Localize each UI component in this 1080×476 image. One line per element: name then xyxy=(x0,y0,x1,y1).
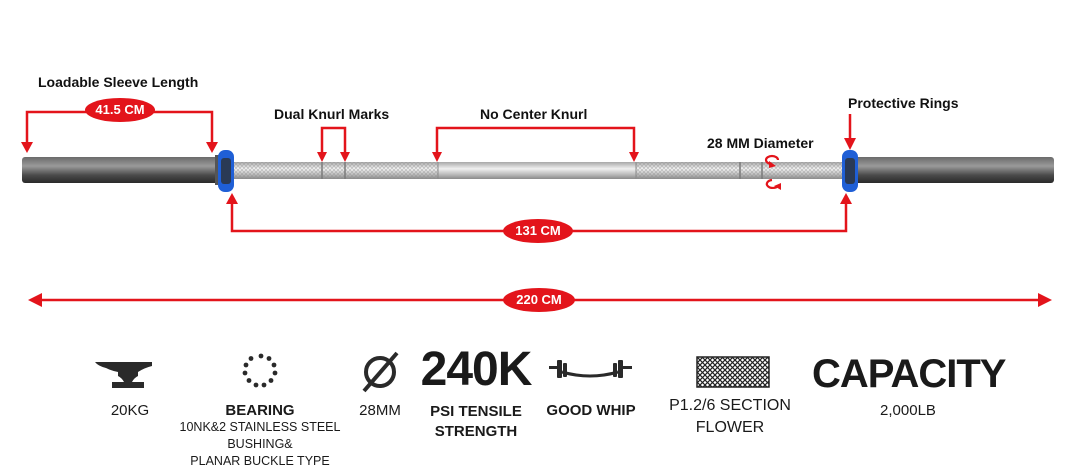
spec-capacity-text: 2,000LB xyxy=(880,402,936,419)
protective-rings-label: Protective Rings xyxy=(848,95,959,111)
total-length-badge: 220 CM xyxy=(503,288,575,312)
rotation-arrow-bottom xyxy=(774,183,781,190)
shaft-arrow-right xyxy=(840,193,852,204)
knurl-pattern-icon xyxy=(696,356,770,388)
rotation-arrow-top xyxy=(769,161,776,168)
spec-capacity-heading: CAPACITY xyxy=(812,352,1006,396)
sleeve-bracket-arrow-right xyxy=(206,142,218,153)
dual-knurl-label: Dual Knurl Marks xyxy=(274,106,390,122)
bearing-icon xyxy=(242,353,278,388)
sleeve-length-label: Loadable Sleeve Length xyxy=(38,74,199,90)
spec-diameter-text: 28MM xyxy=(359,402,401,419)
spec-bearing: BEARING 10NK&2 STAINLESS STEEL BUSHING& … xyxy=(160,402,360,470)
shaft xyxy=(232,162,844,179)
shaft-arrow-left xyxy=(226,193,238,204)
spec-weight: 20KG xyxy=(90,402,170,419)
right-protective-ring xyxy=(842,150,858,192)
spec-knurl: P1.2/6 SECTION FLOWER xyxy=(650,395,810,439)
spec-diameter: 28MM xyxy=(345,402,415,419)
spec-bearing-line-1: 10NK&2 STAINLESS STEEL xyxy=(179,420,341,434)
rings-pointer-arrow xyxy=(844,138,856,150)
spec-whip: GOOD WHIP xyxy=(536,402,646,419)
spec-capacity: 2,000LB xyxy=(860,402,956,419)
shaft-length-badge: 131 CM xyxy=(503,219,573,243)
center-arrow-right xyxy=(629,152,639,162)
no-center-knurl-label: No Center Knurl xyxy=(480,106,588,122)
spec-tensile-line-1: PSI TENSILE xyxy=(430,403,522,420)
spec-knurl-line-1: P1.2/6 SECTION xyxy=(669,397,791,414)
barbell-whip-icon xyxy=(549,360,632,378)
spec-tensile-value: 240K xyxy=(420,343,533,396)
knurl-arrow-left xyxy=(317,152,327,162)
right-sleeve xyxy=(852,157,1054,183)
total-arrow-right xyxy=(1038,293,1052,307)
spec-weight-text: 20KG xyxy=(110,402,150,419)
no-center-knurl-bracket xyxy=(435,126,636,156)
spec-whip-text: GOOD WHIP xyxy=(546,402,636,419)
total-arrow-left xyxy=(28,293,42,307)
spec-bearing-line-2: BUSHING& xyxy=(227,437,293,451)
left-sleeve xyxy=(22,157,222,183)
spec-bearing-line-3: PLANAR BUCKLE TYPE xyxy=(190,454,330,468)
diameter-label: 28 MM Diameter xyxy=(707,135,814,151)
center-arrow-left xyxy=(432,152,442,162)
anvil-icon xyxy=(95,362,152,388)
left-protective-ring xyxy=(218,150,234,192)
diameter-rotation-icon xyxy=(764,154,780,190)
spec-tensile: PSI TENSILE STRENGTH xyxy=(418,402,534,442)
diameter-icon xyxy=(362,351,399,393)
knurl-arrow-right xyxy=(340,152,350,162)
sleeve-bracket-arrow-left xyxy=(21,142,33,153)
dual-knurl-bracket xyxy=(320,126,347,156)
spec-bearing-heading: BEARING xyxy=(225,402,295,419)
spec-knurl-line-2: FLOWER xyxy=(695,419,765,436)
sleeve-length-badge: 41.5 CM xyxy=(85,98,155,122)
spec-tensile-line-2: STRENGTH xyxy=(434,423,518,440)
